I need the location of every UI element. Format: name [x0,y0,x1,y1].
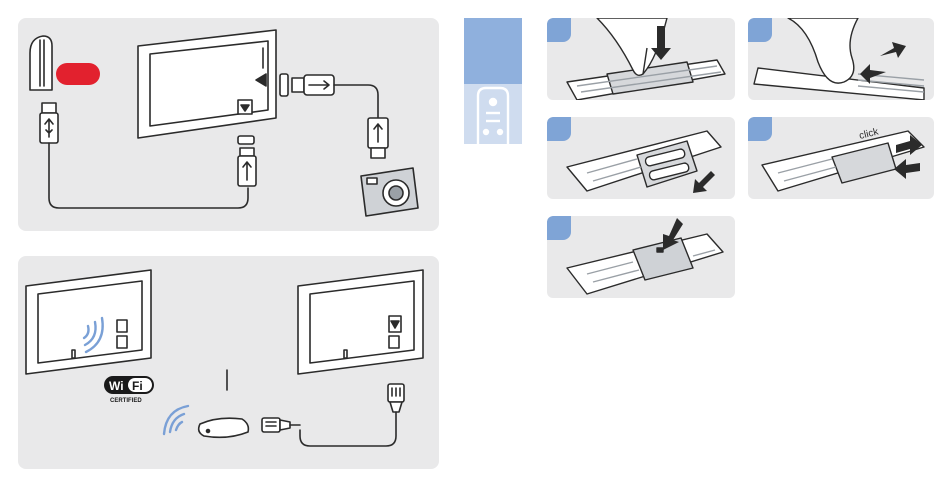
step-badge [547,18,571,42]
ethernet-plug-icon [388,384,404,412]
wifi-logo-right: Fi [132,379,143,393]
usb-connection-panel [18,18,439,231]
ethernet-plug-icon [262,418,300,432]
wifi-waves-icon [164,406,188,434]
red-tag [56,63,100,85]
network-connection-panel: Wi Fi CERTIFIED [18,256,439,469]
tv-back-wired [298,270,423,374]
usb-drive-icon [30,36,52,90]
arrow-icon [693,171,715,193]
camera-icon [361,168,418,216]
wifi-logo-tag: CERTIFIED [110,398,142,404]
wifi-certified-logo: Wi Fi CERTIFIED [104,376,154,404]
battery-step-5 [547,216,735,298]
battery-step-2 [748,18,934,100]
step-badge [748,18,772,42]
step-badge [547,117,571,141]
wifi-logo-left: Wi [109,379,124,393]
tv-back-wireless [26,270,151,374]
remote-control-tab [464,18,522,144]
arrow-icon [880,42,906,58]
step-badge [547,216,571,240]
step-badge [748,117,772,141]
router-icon [199,418,249,437]
battery-step-4: click [748,117,934,199]
usb-plug-icon [368,118,388,158]
arrow-icon [894,159,920,179]
usb-plug-icon [40,103,58,143]
tv-back [138,30,276,138]
battery-step-1 [547,18,735,100]
battery-step-3 [547,117,735,199]
